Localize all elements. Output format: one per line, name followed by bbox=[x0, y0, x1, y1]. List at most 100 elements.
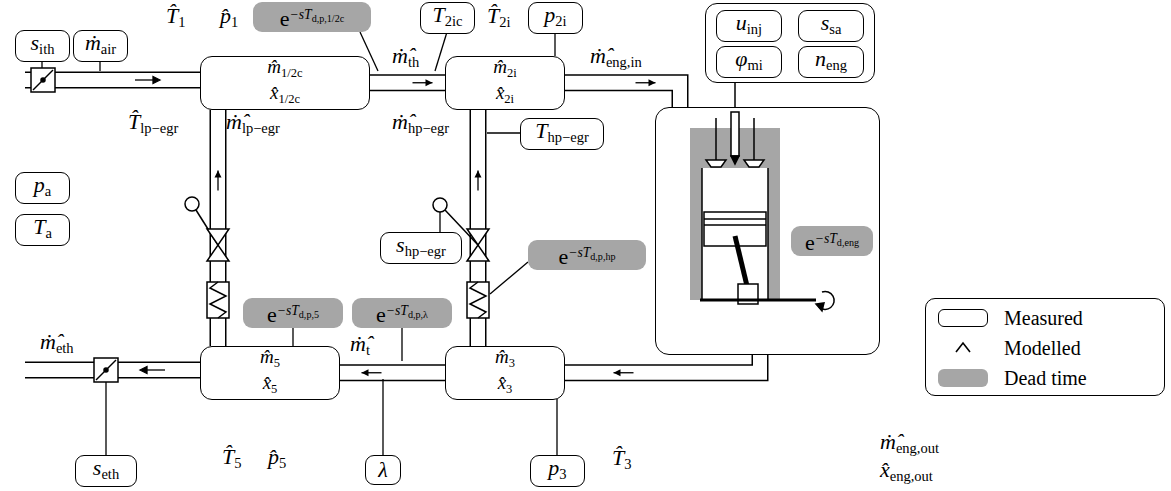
legend-box: MeasuredModelledDead time bbox=[925, 298, 1165, 396]
text-block: m̂5x̂5 bbox=[260, 347, 280, 399]
engine-illustration bbox=[753, 118, 755, 160]
measured-group-box: uinjssaφmineng bbox=[705, 3, 875, 83]
egr-valve-symbol bbox=[185, 197, 489, 261]
symbol-text: T̂ bbox=[612, 445, 624, 470]
egr-valve-symbol bbox=[207, 245, 229, 261]
flow-arrowhead bbox=[215, 170, 222, 177]
text-line: p2i bbox=[544, 3, 566, 33]
signal-label: ṁ̂eth bbox=[40, 330, 74, 360]
leader-line bbox=[490, 262, 528, 294]
text-line: m̂2i bbox=[493, 57, 516, 83]
subscript-text: 5 bbox=[234, 455, 241, 471]
text-line: x̂3 bbox=[495, 373, 515, 399]
flow-arrowhead bbox=[614, 369, 621, 376]
symbol-text: ṁ̂ bbox=[350, 331, 366, 356]
subscript-text: t bbox=[366, 342, 370, 358]
pipe-bore bbox=[370, 76, 445, 90]
flow-arrow-shaft bbox=[217, 170, 218, 190]
legend-swatch bbox=[938, 369, 988, 387]
superscript-text: −sT bbox=[277, 303, 299, 318]
leader-line bbox=[556, 394, 557, 455]
signal-label: ṁ̂th bbox=[392, 44, 419, 74]
subscript-text: 3 bbox=[506, 382, 512, 396]
flow-arrowhead bbox=[426, 79, 433, 86]
subscript-text: 3 bbox=[559, 466, 566, 482]
pipe-connector bbox=[370, 79, 445, 86]
flow-arrowhead bbox=[362, 369, 369, 376]
measured-box: uinj bbox=[716, 10, 782, 42]
text-line: ssa bbox=[821, 11, 842, 41]
measured-box: T2ic bbox=[420, 2, 475, 34]
text-block: Thp−egr bbox=[535, 119, 589, 149]
measured-box: shp−egr bbox=[380, 232, 462, 264]
measured-box: Ta bbox=[15, 214, 70, 246]
flow-arrowhead bbox=[649, 79, 656, 86]
subscript-text: mi bbox=[747, 57, 762, 73]
text-line: φmi bbox=[735, 47, 763, 77]
pipe-connector bbox=[565, 355, 760, 376]
text-line: T2ic bbox=[433, 3, 463, 33]
superscript-text: −sT bbox=[815, 231, 837, 246]
egr-valve-symbol bbox=[467, 229, 489, 245]
text-line: x̂5 bbox=[260, 373, 280, 399]
symbol-text: ṁ̂ bbox=[392, 43, 408, 68]
symbol-text: ṁ̂ bbox=[40, 329, 56, 354]
pipe-bore bbox=[565, 83, 680, 107]
subscript-text: eng,out bbox=[896, 440, 939, 456]
flow-arrow bbox=[145, 369, 165, 370]
subscript-text: 5 bbox=[274, 356, 280, 370]
measured-box: p3 bbox=[530, 455, 585, 487]
text-block: e−sTd,p,λ bbox=[376, 299, 428, 328]
symbol-text: m̂ bbox=[495, 346, 509, 367]
subscript-text: inj bbox=[747, 21, 762, 37]
text-block: seth bbox=[93, 456, 119, 486]
text-line: m̂1/2c bbox=[267, 57, 302, 83]
pipe-bore bbox=[340, 366, 445, 380]
symbol-text: T bbox=[535, 118, 547, 143]
text-block: uinj bbox=[736, 11, 762, 41]
signal-connector bbox=[735, 83, 736, 107]
signal-label: T̂2i bbox=[487, 4, 511, 34]
egr-valve-symbol bbox=[433, 198, 447, 212]
pipe-connector bbox=[565, 79, 680, 107]
measured-box: ssa bbox=[798, 10, 864, 42]
measured-box: φmi bbox=[716, 46, 782, 78]
symbol-text: x̂ bbox=[270, 82, 278, 103]
subscript-text: ith bbox=[39, 41, 54, 57]
legend-text: Measured bbox=[1004, 307, 1083, 330]
text-line: Thp−egr bbox=[535, 119, 589, 149]
flow-arrow-shaft bbox=[614, 372, 634, 373]
flow-arrow bbox=[135, 79, 155, 80]
text-block: e−sTd,p,1/2c bbox=[280, 3, 344, 32]
superscript-text: −sT bbox=[386, 303, 408, 318]
subscript-text: hp−egr bbox=[405, 243, 446, 259]
pipe-wall bbox=[565, 83, 680, 107]
text-block: T2ic bbox=[433, 3, 463, 33]
throttle-symbol bbox=[31, 68, 118, 382]
engine-illustration bbox=[767, 168, 769, 300]
signal-label: T̂1 bbox=[166, 4, 186, 34]
egr-cooler-symbol bbox=[210, 282, 226, 318]
text-line: sith bbox=[31, 31, 55, 61]
text-block: ṁair bbox=[85, 31, 116, 61]
subscript-text: d,p,1/2c bbox=[312, 13, 345, 24]
text-block: m̂ 3x̂3 bbox=[495, 347, 515, 399]
flow-arrow-shaft bbox=[413, 82, 433, 83]
legend-box-sample bbox=[938, 309, 988, 327]
text-block: shp−egr bbox=[396, 233, 446, 263]
legend-row: Dead time bbox=[938, 365, 1087, 391]
text-block: sith bbox=[31, 31, 55, 61]
text-block: Ta bbox=[33, 215, 52, 245]
subscript-text: 1/2c bbox=[278, 92, 300, 106]
throttle-symbol bbox=[41, 78, 45, 82]
flow-arrow-shaft bbox=[636, 82, 656, 83]
leader-line bbox=[401, 328, 402, 361]
text-block: e−sTd,eng bbox=[805, 227, 859, 256]
leader-line bbox=[382, 379, 383, 455]
dead-time-box: e−sTd,p,λ bbox=[352, 298, 452, 328]
text-line: e−sTd,eng bbox=[805, 227, 859, 256]
pipe-wall bbox=[565, 355, 760, 373]
dead-time-box: e−sTd,p,1/2c bbox=[253, 2, 371, 32]
measured-box: seth bbox=[75, 455, 137, 487]
egr-cooler-symbol bbox=[470, 282, 486, 318]
